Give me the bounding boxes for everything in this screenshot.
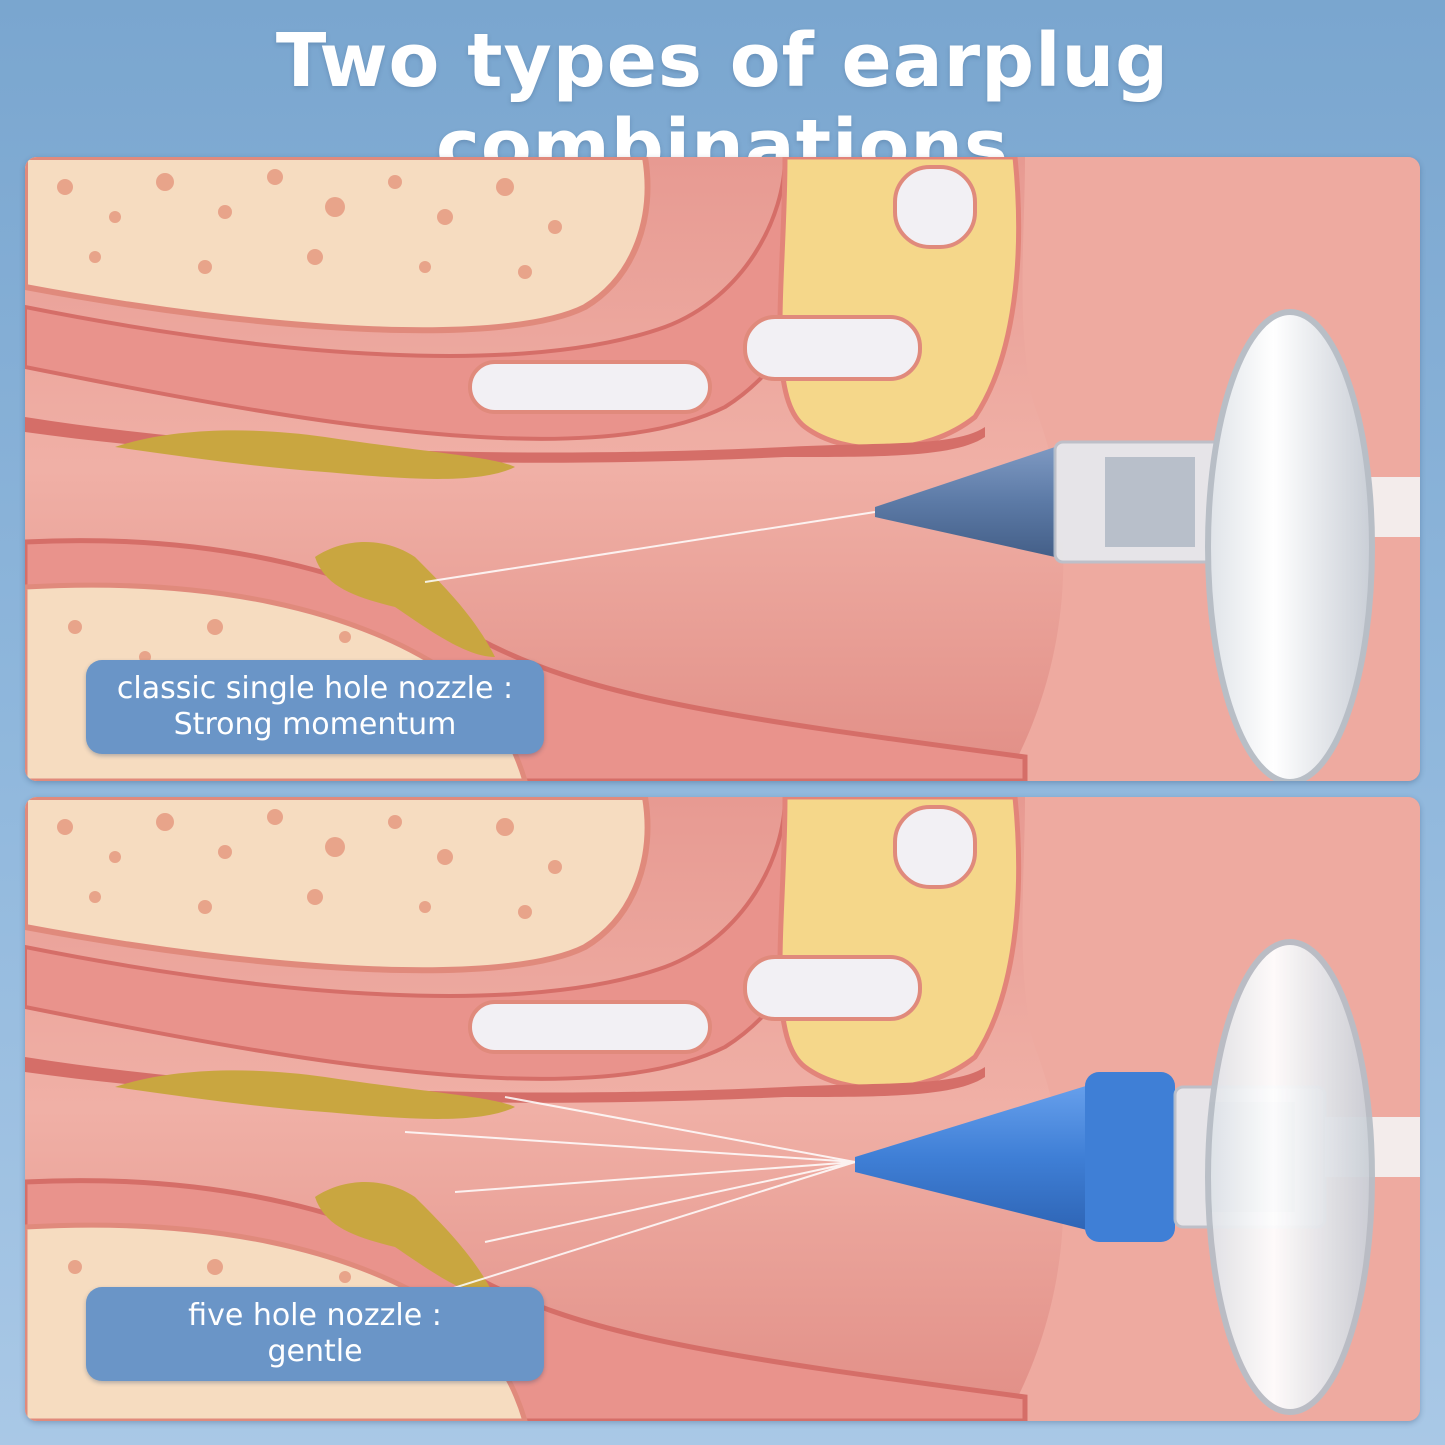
nozzle-label-line1: five hole nozzle :	[188, 1298, 442, 1333]
panel-single-hole: classic single hole nozzle : Strong mome…	[25, 157, 1420, 781]
nozzle-label-line2: gentle	[267, 1334, 363, 1369]
ear-canal-illustration-single	[25, 157, 1420, 781]
nozzle-label-line1: classic single hole nozzle :	[116, 671, 514, 706]
nozzle-label-line2: Strong momentum	[173, 707, 457, 742]
page-title: Two types of earplug combinations	[275, 18, 1170, 190]
five-hole-nozzle	[855, 1077, 1115, 1237]
panel-five-hole: five hole nozzle : gentle	[25, 797, 1420, 1421]
nozzle-label-single: classic single hole nozzle : Strong mome…	[86, 660, 544, 754]
nozzle-label-five: five hole nozzle : gentle	[86, 1287, 544, 1381]
single-hole-nozzle	[875, 447, 1055, 557]
